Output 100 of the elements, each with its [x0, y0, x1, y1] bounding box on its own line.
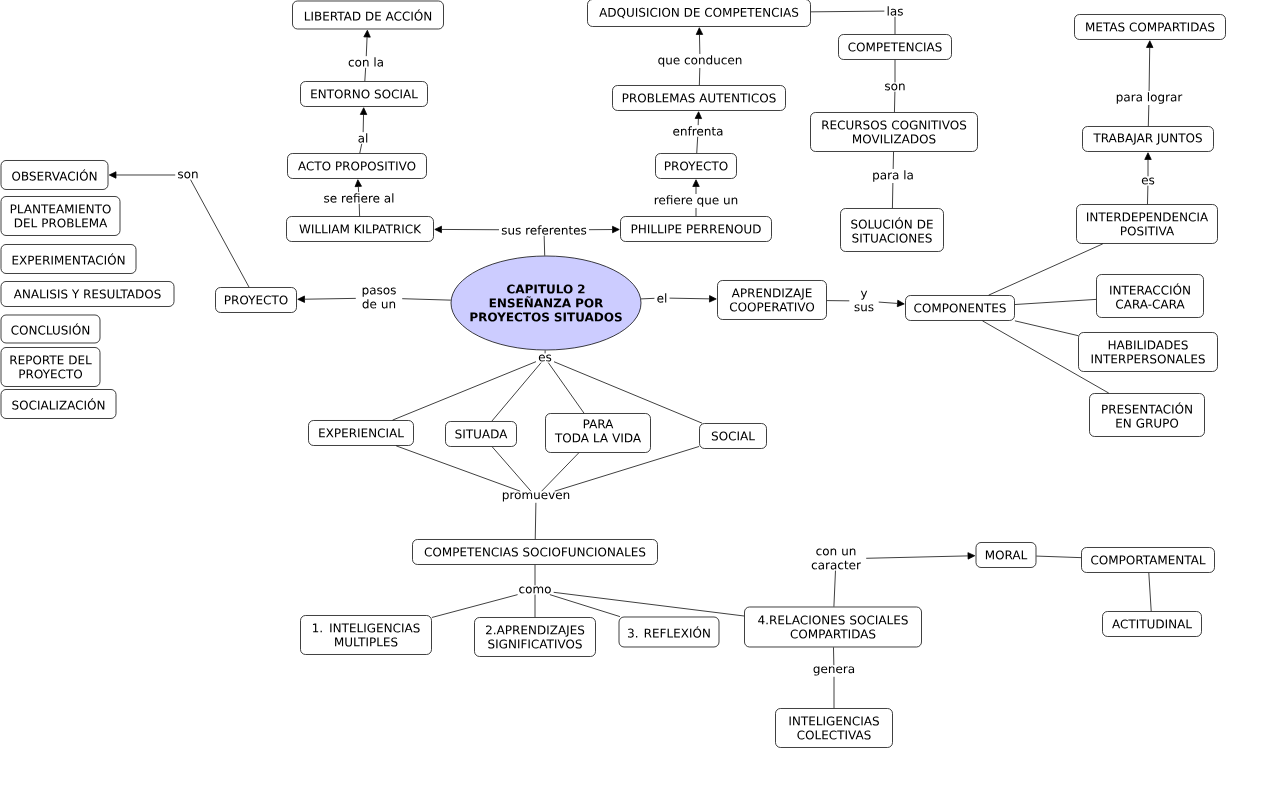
- connector-line: [401, 298, 452, 301]
- concept-box: 4.RELACIONES SOCIALES COMPARTIDAS: [744, 606, 922, 648]
- concept-box: RECURSOS COGNITIVOS MOVILIZADOS: [810, 112, 978, 152]
- arrow: [108, 171, 176, 179]
- concept-box: COMPETENCIAS: [838, 34, 952, 60]
- connector-line: [1036, 555, 1082, 558]
- arrow: [1146, 40, 1154, 92]
- connector-line: [359, 143, 363, 154]
- linking-phrase: es: [538, 354, 552, 362]
- connector-line: [833, 647, 835, 666]
- linking-phrase: enfrenta: [673, 126, 723, 136]
- connector-line: [534, 564, 536, 586]
- linking-phrase: son: [885, 83, 905, 91]
- arrow: [692, 179, 700, 195]
- connector-line: [894, 91, 896, 113]
- concept-box: WILLIAM KILPATRICK: [286, 216, 434, 242]
- connector-line: [1147, 104, 1150, 127]
- arrow: [694, 111, 702, 126]
- linking-phrase: sus referentes: [501, 225, 587, 235]
- concept-box: SOCIAL: [699, 423, 767, 449]
- connector-line: [491, 362, 542, 422]
- arrow: [363, 29, 371, 57]
- linking-phrase: es: [1141, 177, 1155, 185]
- arrow: [695, 27, 704, 55]
- concept-box: 2.APRENDIZAJES SIGNIFICATIVOS: [474, 617, 596, 657]
- concept-box: PROYECTO: [655, 153, 737, 179]
- arrow: [354, 179, 362, 193]
- arrow: [878, 299, 905, 308]
- connector-line: [431, 594, 518, 618]
- connector-line: [894, 16, 896, 35]
- concept-box: LIBERTAD DE ACCIÓN: [292, 0, 444, 30]
- linking-phrase: para lograr: [1116, 92, 1183, 104]
- concept-box: PARA TODA LA VIDA: [545, 413, 651, 453]
- concept-box: ADQUISICION DE COMPETENCIAS: [587, 0, 811, 27]
- concept-box: EXPERIENCIAL: [308, 420, 414, 446]
- concept-box: PHILLIPE PERRENOUD: [620, 216, 772, 242]
- concept-box: COMPONENTES: [905, 295, 1015, 321]
- connector-line: [544, 350, 546, 354]
- linking-phrase: con la: [348, 57, 383, 67]
- connector-line: [392, 361, 537, 421]
- concept-box: SOLUCIÓN DE SITUACIONES: [840, 208, 944, 252]
- concept-box: ENTORNO SOCIAL: [300, 81, 428, 107]
- connector-line: [695, 207, 697, 217]
- concept-box: PRESENTACIÓN EN GRUPO: [1089, 393, 1205, 437]
- connector-line: [892, 151, 894, 170]
- concept-box: INTERDEPENDENCIA POSITIVA: [1076, 204, 1218, 244]
- connector-line: [549, 594, 621, 617]
- connector-line: [395, 445, 521, 492]
- concept-box: COMPETENCIAS SOCIOFUNCIONALES: [412, 539, 658, 565]
- connector-line: [892, 182, 894, 209]
- connector-line: [534, 502, 537, 540]
- linking-phrase: el: [657, 293, 667, 303]
- connector-line: [696, 136, 699, 154]
- linking-phrase: al: [358, 133, 368, 143]
- connector-line: [358, 203, 360, 217]
- concept-box: APRENDIZAJE COOPERATIVO: [717, 280, 827, 320]
- linking-phrase: para la: [873, 170, 913, 182]
- connector-line: [491, 446, 532, 492]
- concept-box: PROYECTO: [215, 287, 297, 313]
- linking-phrase: con un caracter: [811, 548, 861, 570]
- concept-box: SITUADA: [445, 421, 517, 447]
- concept-box: COMPORTAMENTAL: [1081, 547, 1215, 573]
- connector-line: [982, 320, 1110, 394]
- concept-box: 1. INTELIGENCIAS MULTIPLES: [300, 615, 432, 655]
- concept-box: ANALISIS Y RESULTADOS: [0, 281, 175, 307]
- connector-line: [534, 594, 536, 618]
- connector-line: [543, 235, 546, 256]
- concept-box: ACTITUDINAL: [1102, 611, 1202, 637]
- concept-box: SOCIALIZACIÓN: [0, 389, 117, 419]
- connector-line: [541, 452, 580, 492]
- arrow: [297, 295, 357, 303]
- linking-phrase: y sus: [854, 290, 874, 312]
- linking-phrase: refiere que un: [654, 195, 738, 207]
- concept-box: 3. REFLEXIÓN: [618, 616, 720, 648]
- connector-line: [698, 67, 701, 86]
- linking-phrase: pasos de un: [362, 287, 396, 309]
- concept-box: ACTO PROPOSITIVO: [287, 153, 427, 179]
- arrow: [865, 552, 976, 560]
- connector-line: [1147, 185, 1149, 205]
- connector-line: [554, 446, 700, 492]
- linking-phrase: promueven: [502, 492, 570, 502]
- connector-line: [833, 570, 836, 607]
- concept-box: MORAL: [975, 542, 1037, 568]
- connector-line: [190, 179, 250, 288]
- connector-line: [1148, 572, 1152, 612]
- concept-box: PLANTEAMIENTO DEL PROBLEMA: [0, 196, 121, 236]
- arrow: [434, 225, 500, 234]
- connector-line: [988, 243, 1104, 296]
- concept-box: METAS COMPARTIDAS: [1074, 14, 1226, 40]
- arrow: [669, 295, 717, 303]
- connector-line: [833, 676, 835, 709]
- connector-line: [640, 297, 655, 300]
- connector-line: [1014, 320, 1079, 337]
- arrow: [1144, 152, 1152, 177]
- arrow: [359, 107, 368, 133]
- concept-box: PROBLEMAS AUTENTICOS: [612, 85, 786, 111]
- linking-phrase: que conducen: [658, 55, 742, 67]
- concept-box: OBSERVACIÓN: [0, 160, 109, 190]
- linking-phrase: se refiere al: [324, 193, 394, 203]
- connector-line: [547, 362, 585, 414]
